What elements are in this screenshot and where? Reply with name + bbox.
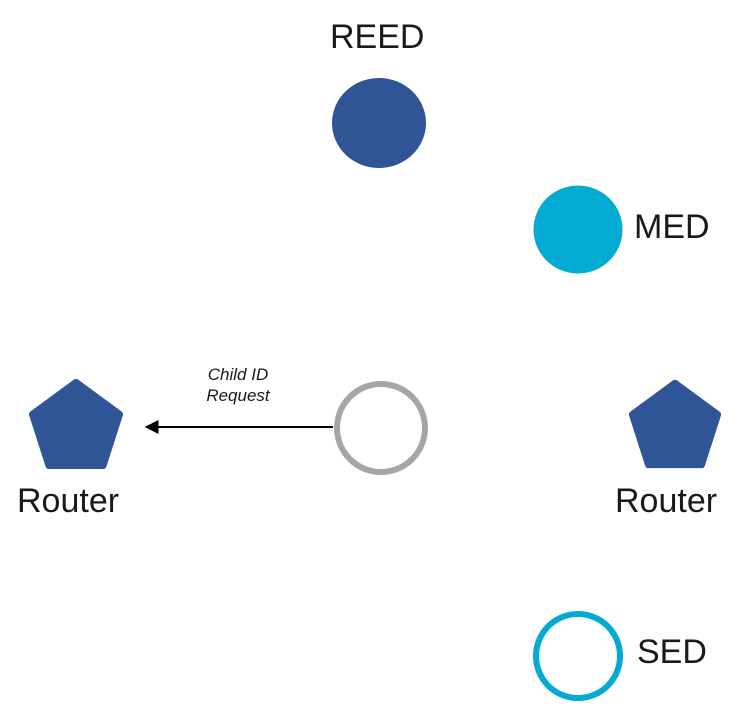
med-circle-icon (533, 185, 623, 274)
node-router-right[interactable] (628, 378, 722, 470)
node-label-router-right: Router (615, 482, 718, 520)
node-med[interactable] (533, 185, 623, 274)
center-circle-icon (334, 381, 428, 475)
router-pentagon-icon (29, 378, 123, 470)
sed-circle-icon (533, 611, 623, 701)
node-router-left[interactable] (28, 378, 124, 470)
node-label-med: MED (634, 208, 710, 246)
edge-label-child-id-request: Child ID Request (206, 365, 270, 405)
node-reed[interactable] (331, 77, 427, 169)
node-sed[interactable] (532, 610, 624, 702)
node-label-reed: REED (330, 18, 425, 56)
node-label-router-left: Router (17, 482, 120, 520)
reed-circle-icon (332, 78, 426, 168)
router-pentagon-icon (628, 379, 722, 469)
node-label-sed: SED (637, 633, 707, 671)
node-center-device[interactable] (333, 380, 429, 476)
